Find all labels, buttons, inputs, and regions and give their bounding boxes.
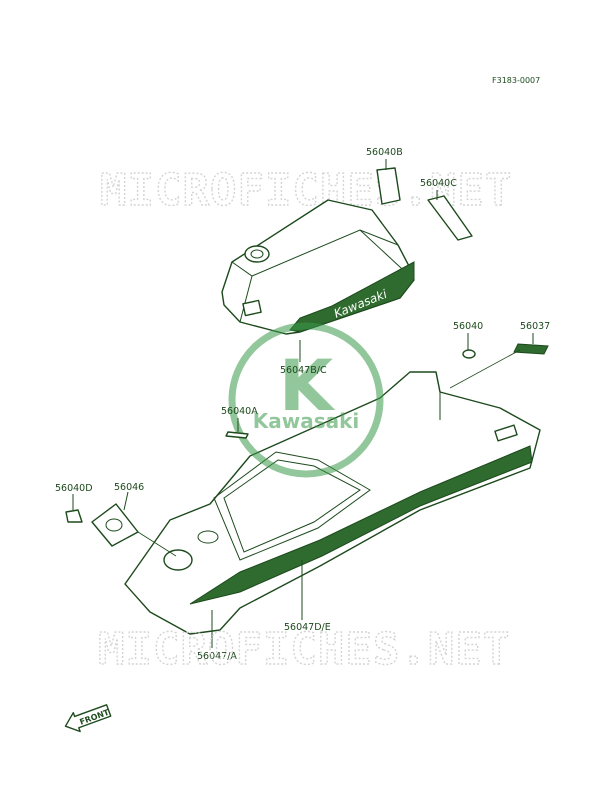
hull-decal-stripe xyxy=(189,445,533,605)
logo-letter: K xyxy=(279,345,336,427)
label-56047DE: 56047D/E xyxy=(284,622,331,633)
label-56040: 56040 xyxy=(453,321,483,332)
kawasaki-logo-watermark: K Kawasaki xyxy=(228,322,384,478)
label-56037: 56037 xyxy=(520,321,550,332)
label-56046: 56046 xyxy=(114,482,144,493)
decal-56037-shape xyxy=(513,343,549,355)
label-56047BC: 56047B/C xyxy=(280,365,327,376)
hull-fuel-cap xyxy=(163,549,193,571)
logo-wordmark: Kawasaki xyxy=(253,409,360,433)
label-56040B: 56040B xyxy=(366,147,403,158)
decal-56046-shape xyxy=(91,503,139,547)
front-arrow: FRONT xyxy=(64,704,112,733)
decal-56040C-shape xyxy=(427,195,473,241)
decal-56040A-shape xyxy=(225,431,249,439)
label-56040C: 56040C xyxy=(420,178,457,189)
label-56040A: 56040A xyxy=(221,406,258,417)
decal-56040B-shape xyxy=(376,167,401,205)
decal-56040-shape xyxy=(462,349,476,359)
label-56040D: 56040D xyxy=(55,483,93,494)
decal-56040D-shape xyxy=(65,509,83,523)
hull-body xyxy=(124,371,541,635)
hood-vent-cap xyxy=(244,245,270,263)
figure-ref-code: F3183-0007 xyxy=(492,76,540,85)
hood-front-plate xyxy=(242,299,262,317)
engine-hood: Kawasaki xyxy=(221,199,415,335)
hull-rear-plate xyxy=(494,424,518,442)
label-56047A: 56047/A xyxy=(197,651,237,662)
watermark-bottom: MICROFICHES.NET xyxy=(98,624,510,675)
